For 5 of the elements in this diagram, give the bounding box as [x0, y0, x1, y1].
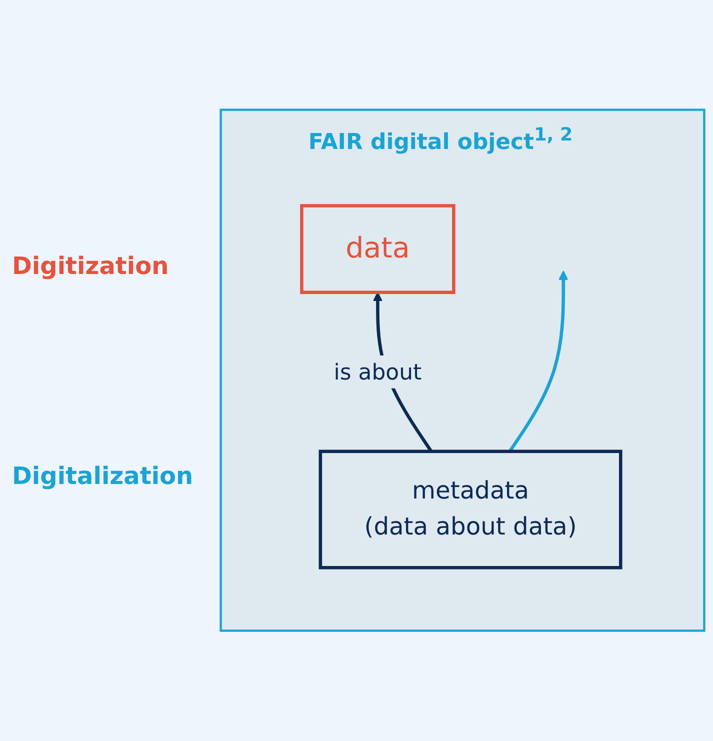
- edge-label: is about: [334, 358, 422, 386]
- side-label: Digitization: [12, 252, 170, 280]
- side-label: Digitalization: [12, 462, 194, 490]
- node-box: metadata (data about data): [318, 450, 622, 570]
- node-box: data: [300, 204, 456, 294]
